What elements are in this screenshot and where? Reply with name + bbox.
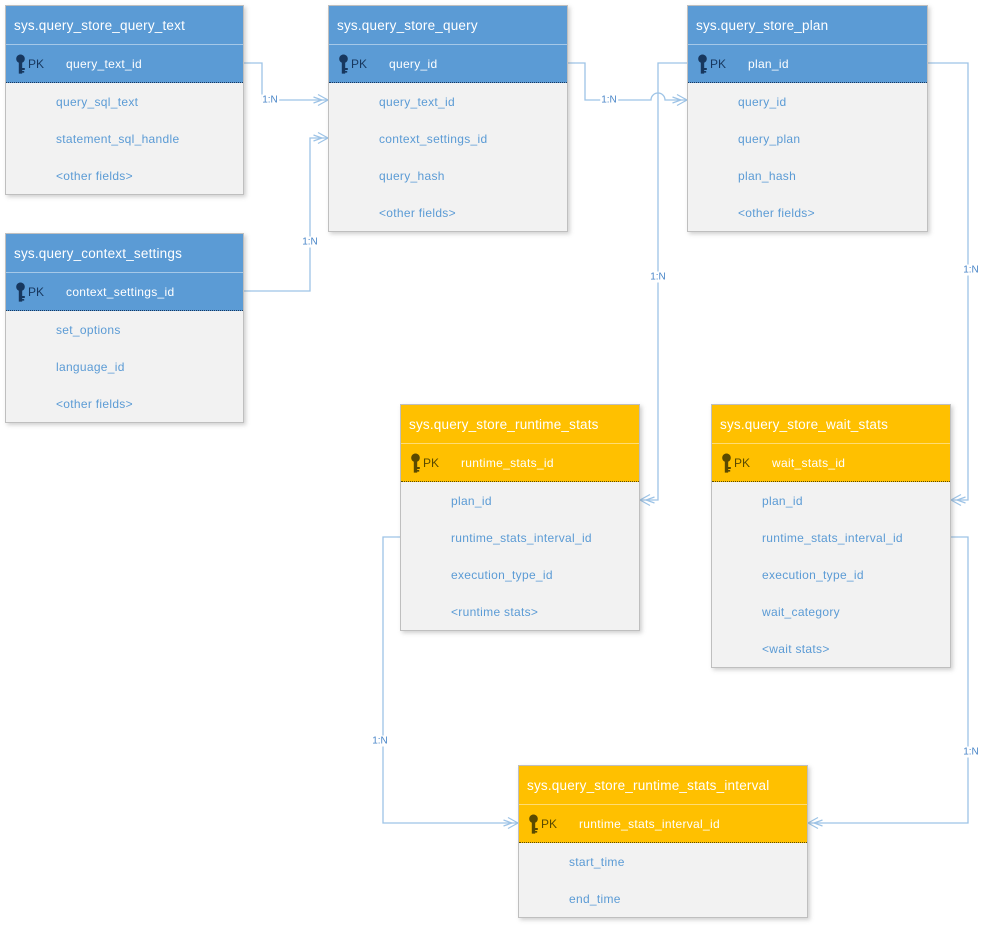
table-title: sys.query_store_wait_stats	[712, 405, 950, 444]
cardinality-label: 1:N	[962, 264, 980, 276]
field-row: execution_type_id	[762, 567, 864, 582]
key-icon	[16, 54, 25, 74]
field-row: plan_id	[762, 493, 803, 508]
table-title: sys.query_store_query_text	[6, 6, 243, 45]
field-row: language_id	[56, 359, 125, 374]
field-row: query_text_id	[379, 94, 455, 109]
table-title: sys.query_store_runtime_stats	[401, 405, 639, 444]
pk-row: PK query_id	[329, 45, 567, 83]
field-row: set_options	[56, 322, 121, 337]
pk-field-name: plan_id	[748, 56, 789, 71]
key-icon	[722, 453, 731, 473]
pk-row: PK runtime_stats_interval_id	[519, 805, 807, 843]
field-row: statement_sql_handle	[56, 131, 180, 146]
field-row: query_id	[738, 94, 787, 109]
field-row: <other fields>	[379, 205, 456, 220]
field-row: query_sql_text	[56, 94, 139, 109]
table-title: sys.query_store_plan	[688, 6, 927, 45]
pk-tag: PK	[28, 284, 45, 299]
relationship-wait-stats-to-interval	[806, 536, 969, 830]
field-row: <runtime stats>	[451, 604, 539, 619]
field-row: <wait stats>	[762, 641, 830, 656]
pk-field-name: runtime_stats_interval_id	[579, 816, 720, 831]
relationship-query-to-plan	[568, 62, 689, 107]
field-row: execution_type_id	[451, 567, 553, 582]
table-title: sys.query_context_settings	[6, 234, 243, 273]
cardinality-label: 1:N	[962, 746, 980, 758]
relationship-context-settings-to-query	[244, 131, 330, 292]
pk-tag: PK	[541, 816, 558, 831]
cardinality-label: 1:N	[371, 735, 389, 747]
key-icon	[411, 453, 420, 473]
key-icon	[339, 54, 348, 74]
field-row: runtime_stats_interval_id	[451, 530, 592, 545]
field-row: wait_category	[762, 604, 840, 619]
field-row: end_time	[569, 891, 621, 906]
relationship-plan-to-wait-stats	[928, 62, 969, 507]
cardinality-label: 1:N	[649, 271, 667, 283]
key-icon	[698, 54, 707, 74]
field-row: plan_hash	[738, 168, 797, 183]
field-row: runtime_stats_interval_id	[762, 530, 903, 545]
field-row: query_hash	[379, 168, 445, 183]
cardinality-label: 1:N	[261, 94, 279, 106]
key-icon	[16, 282, 25, 302]
pk-field-name: query_text_id	[66, 56, 142, 71]
field-row: <other fields>	[738, 205, 815, 220]
relationship-runtime-stats-to-interval	[382, 536, 520, 830]
pk-row: PK plan_id	[688, 45, 927, 83]
cardinality-label: 1:N	[600, 94, 618, 106]
pk-row: PK query_text_id	[6, 45, 243, 83]
table-title: sys.query_store_query	[329, 6, 567, 45]
pk-field-name: wait_stats_id	[772, 455, 846, 470]
pk-tag: PK	[710, 56, 727, 71]
pk-row: PK runtime_stats_id	[401, 444, 639, 482]
key-icon	[529, 814, 538, 834]
field-row: <other fields>	[56, 168, 133, 183]
cardinality-label: 1:N	[301, 236, 319, 248]
field-row: start_time	[569, 854, 625, 869]
pk-tag: PK	[734, 455, 751, 470]
pk-tag: PK	[351, 56, 368, 71]
table-title: sys.query_store_runtime_stats_interval	[519, 766, 807, 805]
field-row: <other fields>	[56, 396, 133, 411]
pk-tag: PK	[28, 56, 45, 71]
field-row: context_settings_id	[379, 131, 488, 146]
pk-field-name: context_settings_id	[66, 284, 175, 299]
pk-tag: PK	[423, 455, 440, 470]
field-row: plan_id	[451, 493, 492, 508]
relationship-query-text-to-query	[244, 62, 330, 107]
pk-field-name: runtime_stats_id	[461, 455, 554, 470]
field-row: query_plan	[738, 131, 801, 146]
pk-row: PK context_settings_id	[6, 273, 243, 311]
pk-row: PK wait_stats_id	[712, 444, 950, 482]
pk-field-name: query_id	[389, 56, 438, 71]
